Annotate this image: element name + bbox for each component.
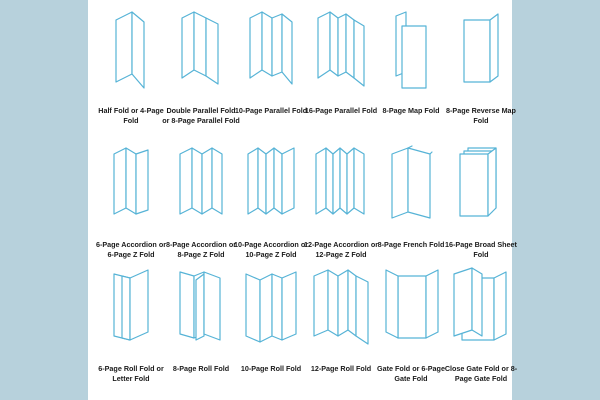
fold-chart-panel: Half Fold or 4-Page Fold Double Parallel… (88, 0, 517, 400)
6-page-accordion-fold-icon (113, 147, 149, 215)
8-page-accordion-fold-icon (179, 147, 223, 215)
fold-cell-8-page-reverse-map-fold: 8-Page Reverse Map Fold (446, 8, 516, 141)
fold-label: Gate Fold or 6-Page Gate Fold (377, 364, 445, 383)
close-gate-fold-icon (453, 267, 507, 341)
fold-label: 6-Page Accordion or 6-Page Z Fold (95, 240, 167, 259)
fold-label: 16-Page Parallel Fold (304, 106, 378, 115)
fold-cell-close-gate-fold: Close Gate Fold or 8-Page Gate Fold (445, 266, 517, 399)
fold-cell-half-fold: Half Fold or 4-Page Fold (96, 8, 166, 141)
fold-label: 8-Page French Fold (377, 240, 445, 249)
fold-label: 16-Page Broad Sheet Fold (445, 240, 517, 259)
12-page-accordion-fold-icon (315, 147, 365, 215)
6-page-roll-fold-icon (113, 269, 149, 341)
16-page-parallel-fold-icon (317, 11, 365, 87)
fold-cell-10-page-parallel-fold: 10-Page Parallel Fold (235, 8, 307, 141)
12-page-roll-fold-icon (313, 269, 369, 345)
8-page-map-fold-icon (395, 11, 427, 89)
fold-cell-12-page-roll-fold: 12-Page Roll Fold (306, 266, 376, 399)
fold-cell-16-page-parallel-fold: 16-Page Parallel Fold (305, 8, 377, 141)
10-page-roll-fold-icon (245, 271, 297, 343)
fold-cell-8-page-roll-fold: 8-Page Roll Fold (166, 266, 236, 399)
fold-label: 12-Page Roll Fold (310, 364, 372, 373)
8-page-roll-fold-icon (179, 271, 221, 341)
10-page-parallel-fold-icon (249, 11, 293, 85)
half-fold-icon (115, 11, 145, 89)
fold-cell-6-page-roll-fold: 6-Page Roll Fold or Letter Fold (96, 266, 166, 399)
fold-cell-16-page-broad-sheet-fold: 16-Page Broad Sheet Fold (445, 142, 517, 275)
fold-cell-12-page-accordion-fold: 12-Page Accordion or 12-Page Z Fold (304, 142, 378, 275)
fold-label: 10-Page Parallel Fold (234, 106, 308, 115)
gate-fold-icon (385, 269, 439, 339)
fold-label: 8-Page Roll Fold (172, 364, 230, 373)
8-page-french-fold-icon (391, 145, 433, 219)
fold-label: 10-Page Accordion or 10-Page Z Fold (233, 240, 309, 259)
fold-cell-double-parallel-fold: Double Parallel Fold or 8-Page Parallel … (162, 8, 240, 141)
fold-label: 8-Page Reverse Map Fold (446, 106, 516, 125)
fold-cell-10-page-accordion-fold: 10-Page Accordion or 10-Page Z Fold (234, 142, 308, 275)
16-page-broad-sheet-fold-icon (459, 147, 497, 217)
fold-cell-10-page-roll-fold: 10-Page Roll Fold (236, 266, 306, 399)
fold-label: 12-Page Accordion or 12-Page Z Fold (303, 240, 379, 259)
fold-label: Double Parallel Fold or 8-Page Parallel … (162, 106, 240, 125)
fold-cell-gate-fold: Gate Fold or 6-Page Gate Fold (376, 266, 446, 399)
fold-cell-8-page-map-fold: 8-Page Map Fold (376, 8, 446, 141)
fold-label: Half Fold or 4-Page Fold (98, 106, 164, 125)
fold-label: 10-Page Roll Fold (240, 364, 302, 373)
double-parallel-fold-icon (181, 11, 219, 85)
fold-cell-8-page-french-fold: 8-Page French Fold (376, 142, 446, 275)
fold-label: 8-Page Map Fold (382, 106, 440, 115)
10-page-accordion-fold-icon (247, 147, 295, 215)
fold-label: Close Gate Fold or 8-Page Gate Fold (444, 364, 518, 383)
fold-label: 6-Page Roll Fold or Letter Fold (98, 364, 164, 383)
fold-cell-8-page-accordion-fold: 8-Page Accordion or 8-Page Z Fold (166, 142, 236, 275)
fold-cell-6-page-accordion-fold: 6-Page Accordion or 6-Page Z Fold (96, 142, 166, 275)
8-page-reverse-map-fold-icon (463, 13, 499, 83)
fold-label: 8-Page Accordion or 8-Page Z Fold (165, 240, 237, 259)
